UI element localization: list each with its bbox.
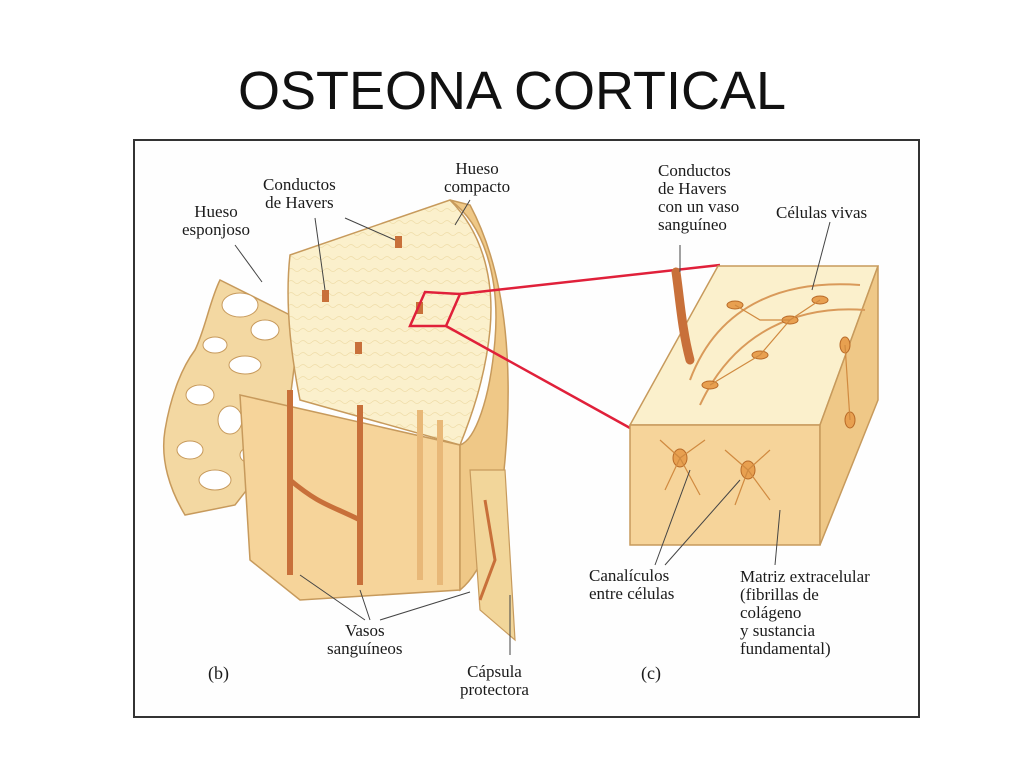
slide-title: OSTEONA CORTICAL — [237, 61, 787, 121]
label-capsula-protectora: Cápsula protectora — [460, 662, 529, 699]
blood-vessels-b — [287, 390, 363, 585]
canaliculi — [659, 299, 851, 506]
bone-tissue-block — [628, 265, 880, 546]
protective-capsule — [469, 469, 516, 642]
label-conductos-havers: Conductos de Havers — [263, 175, 336, 212]
label-canaliculos: Canalículos entre células — [589, 566, 675, 603]
panel-c-label: (c) — [641, 663, 661, 683]
havers-vessel-c — [671, 267, 695, 365]
pointer-lines-b — [234, 199, 511, 655]
label-vasos-sanguineos: Vasos sanguíneos — [327, 621, 403, 658]
label-hueso-esponjoso: Hueso esponjoso — [182, 202, 250, 239]
label-hueso-compacto: Hueso compacto — [444, 159, 511, 196]
pointer-lines-c — [654, 221, 831, 566]
havers-canals-b — [322, 236, 423, 354]
panel-b-label: (b) — [208, 663, 229, 683]
label-matriz-extracelular: Matriz extracelular (fibrillas de coláge… — [740, 567, 870, 658]
label-conductos-havers-vaso: Conductos de Havers con un vaso sanguíne… — [658, 161, 740, 234]
compact-bone-block — [239, 199, 509, 601]
label-celulas-vivas: Células vivas — [776, 203, 868, 222]
